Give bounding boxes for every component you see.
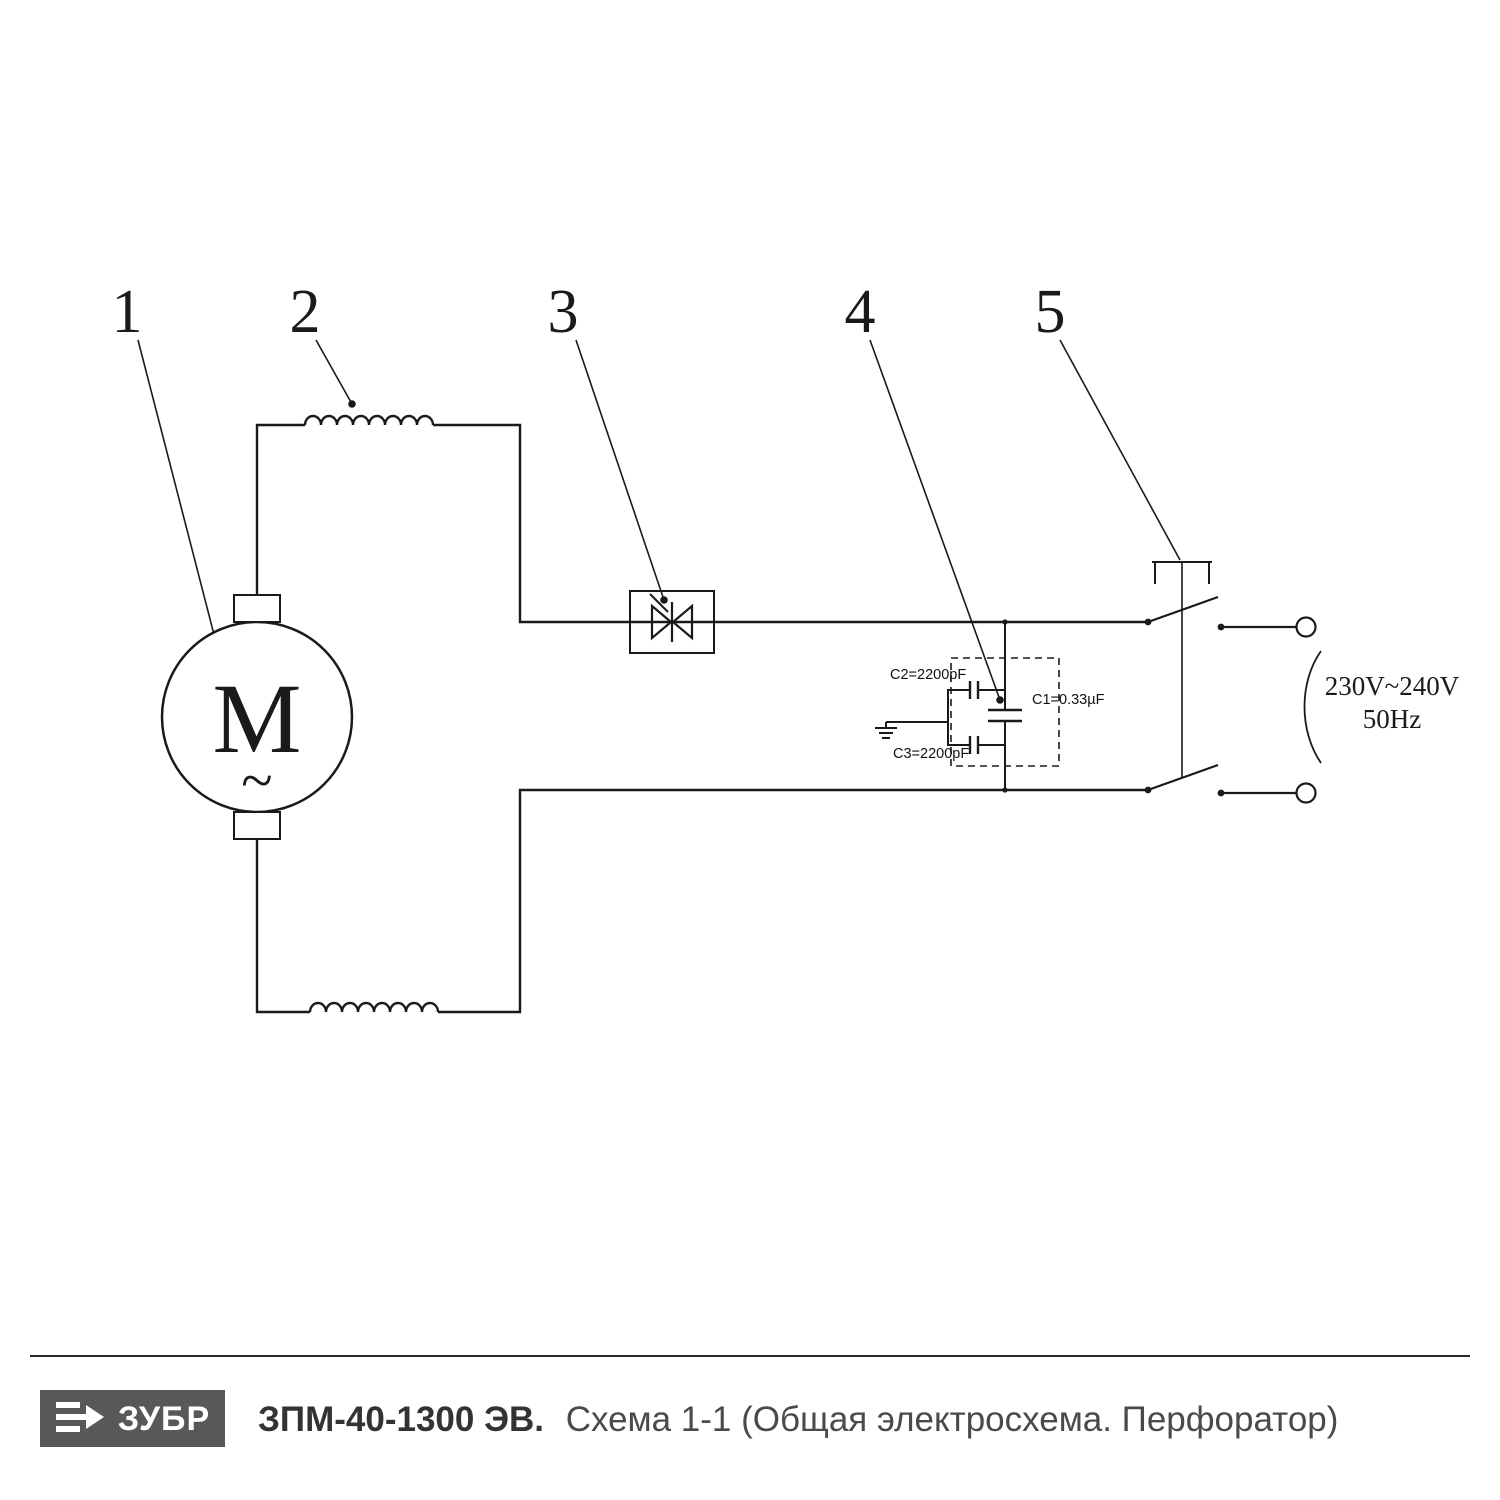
triac-box: [629, 590, 715, 654]
leader-lines: [137, 339, 1181, 704]
wire-coil-to-switch-top: [433, 423, 1148, 624]
junction-dot-top: [1002, 619, 1008, 625]
callout-1-motor: 1: [112, 278, 143, 346]
motor: M ~: [160, 594, 354, 840]
callouts: 1 2 3 4 5: [112, 278, 1066, 346]
switch-bottom-moving-contact: [1217, 789, 1225, 797]
callout-3-triac: 3: [548, 278, 579, 346]
switch-bottom-lever: [1147, 763, 1219, 792]
callout-2-coil: 2: [290, 278, 321, 346]
zubr-logo-icon: [56, 1402, 104, 1432]
c2-value-label: C2=2200pF: [890, 667, 966, 683]
mains-frequency-label: 50Hz: [1363, 704, 1421, 734]
leader-dot-3: [660, 596, 668, 604]
capacitor-labels: C2=2200pF C1=0.33µF C3=2200pF: [890, 667, 1105, 762]
callout-5-switch: 5: [1035, 278, 1066, 346]
triac-triangle-left: [650, 603, 673, 641]
c1-value-label: C1=0.33µF: [1032, 692, 1105, 708]
mains-terminal-top: [1295, 616, 1317, 638]
footer-description: Схема 1-1 (Общая электросхема. Перфорато…: [566, 1400, 1339, 1439]
mains-brace: [1303, 650, 1322, 764]
callout-4-filter: 4: [845, 278, 876, 346]
c3-lead-to-ground: [947, 722, 970, 746]
ground-icon: [875, 722, 897, 739]
leader-dot-2: [348, 400, 356, 408]
motor-letter: M: [213, 663, 302, 774]
leader-line-4: [869, 339, 1001, 701]
mains-terminals: 230V~240V 50Hz: [1295, 616, 1460, 804]
wire-coil-to-switch-bottom: [438, 788, 1148, 1014]
switch-top-lever: [1147, 595, 1219, 624]
motor-brush-terminal-bottom: [233, 811, 281, 840]
c3-value-label: C3=2200pF: [893, 746, 969, 762]
field-coils: [303, 414, 440, 1013]
leader-line-2: [315, 339, 353, 405]
triac-gate: [649, 593, 669, 613]
mains-terminal-bottom: [1295, 782, 1317, 804]
switch-top-moving-contact: [1217, 623, 1225, 631]
mains-voltage-label: 230V~240V: [1325, 671, 1460, 701]
power-switch: [1144, 561, 1296, 797]
footer: ЗУБР ЗПМ-40-1300 ЭВ. Схема 1-1 (Общая эл…: [30, 1355, 1470, 1447]
leader-line-5: [1059, 339, 1181, 561]
footer-model: ЗПМ-40-1300 ЭВ.: [258, 1400, 544, 1439]
circuit-wires: [255, 423, 1148, 1014]
leader-line-3: [575, 339, 665, 601]
c2-lead-to-ground: [886, 689, 970, 723]
triac-regulator: [629, 590, 715, 654]
leader-line-1: [137, 339, 219, 651]
junction-dot-bottom: [1002, 787, 1008, 793]
leader-dot-4: [996, 696, 1004, 704]
field-coil-bottom: [308, 1001, 440, 1013]
emi-filter: [875, 619, 1060, 793]
motor-ac-wave: ~: [241, 748, 272, 813]
triac-triangle-right: [671, 603, 694, 641]
zubr-logo-text: ЗУБР: [118, 1400, 210, 1438]
field-coil-top: [303, 414, 435, 426]
wire-motor-top-to-coil: [255, 423, 305, 595]
wire-motor-bottom-to-coil: [255, 839, 310, 1014]
footer-caption: ЗПМ-40-1300 ЭВ. Схема 1-1 (Общая электро…: [258, 1400, 1338, 1439]
motor-brush-terminal-top: [233, 594, 281, 623]
